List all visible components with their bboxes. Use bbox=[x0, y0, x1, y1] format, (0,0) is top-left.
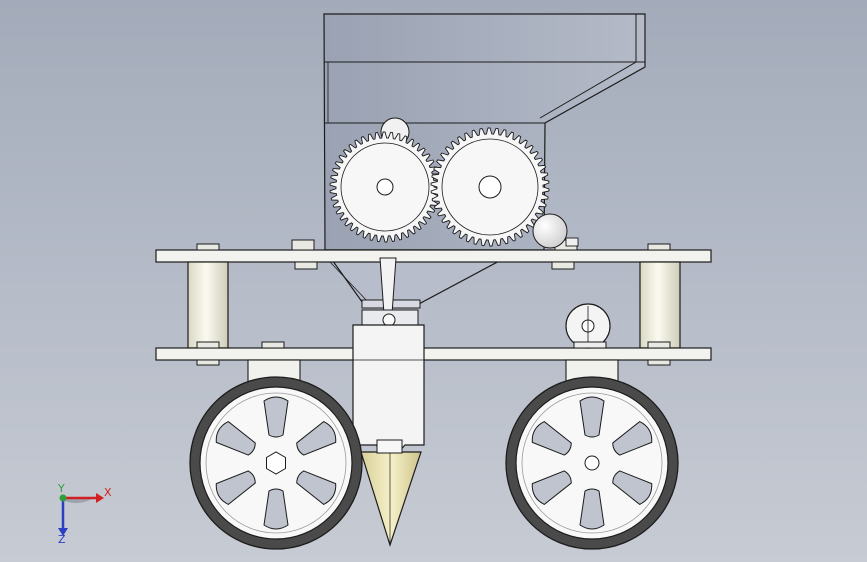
pulley-mount bbox=[573, 341, 607, 349]
frame-spacers bbox=[187, 261, 681, 349]
clamp-pin bbox=[382, 313, 396, 327]
wheel-hex-hub bbox=[266, 451, 286, 475]
z-axis-head bbox=[58, 528, 68, 536]
hopper-slope-line bbox=[539, 61, 637, 119]
left-gear-rim bbox=[340, 142, 430, 232]
idler-ball bbox=[532, 213, 568, 249]
wheel-spoke-window bbox=[215, 421, 256, 456]
lower-plate bbox=[155, 347, 712, 361]
wheel-spoke-window bbox=[612, 421, 653, 456]
tip-fastener bbox=[376, 439, 403, 454]
y-axis-label: Y bbox=[57, 482, 65, 495]
z-axis-label: Z bbox=[58, 533, 66, 546]
wheel-spoke-window bbox=[296, 421, 337, 456]
furrow-opener bbox=[352, 257, 425, 547]
drive-gears bbox=[329, 117, 579, 249]
ground-drive-pulley bbox=[565, 303, 611, 349]
left-spacer-roller bbox=[187, 261, 229, 349]
rim-inner-ring bbox=[521, 392, 663, 534]
rim-inner-ring bbox=[205, 392, 347, 534]
lower-bolts bbox=[196, 341, 671, 366]
x-axis-label: X bbox=[104, 486, 112, 499]
right-gear-shaft bbox=[478, 175, 502, 199]
left-gear-shaft bbox=[376, 178, 394, 196]
wheel-spoke-window bbox=[296, 470, 337, 505]
wheel-spoke-window bbox=[531, 470, 572, 505]
wheel-spoke-window bbox=[263, 396, 289, 438]
wheel-spoke-window bbox=[531, 421, 572, 456]
triad-shadow bbox=[63, 498, 93, 504]
x-axis-head bbox=[96, 493, 104, 503]
wheel-spoke-window bbox=[612, 470, 653, 505]
wheel-hub bbox=[584, 455, 600, 471]
wheel-mounts bbox=[247, 359, 619, 383]
wheel-spoke-window bbox=[263, 488, 289, 530]
idler-bracket bbox=[565, 237, 579, 247]
left-wheel bbox=[189, 376, 363, 550]
opener-shoe bbox=[352, 324, 425, 456]
upper-plate bbox=[155, 249, 712, 263]
axis-triad: X Y Z bbox=[57, 482, 112, 546]
wheel-spoke-window bbox=[215, 470, 256, 505]
opener-tip bbox=[360, 451, 422, 547]
right-spacer-roller bbox=[639, 261, 681, 349]
lower-frame-plate bbox=[155, 341, 712, 366]
funnel-inner-line bbox=[329, 261, 371, 305]
wheel-spoke-window bbox=[579, 396, 605, 438]
right-wheel bbox=[505, 376, 679, 550]
right-gear-rim bbox=[441, 138, 539, 236]
wheel-spoke-window bbox=[579, 488, 605, 530]
y-axis-dot bbox=[59, 494, 67, 502]
